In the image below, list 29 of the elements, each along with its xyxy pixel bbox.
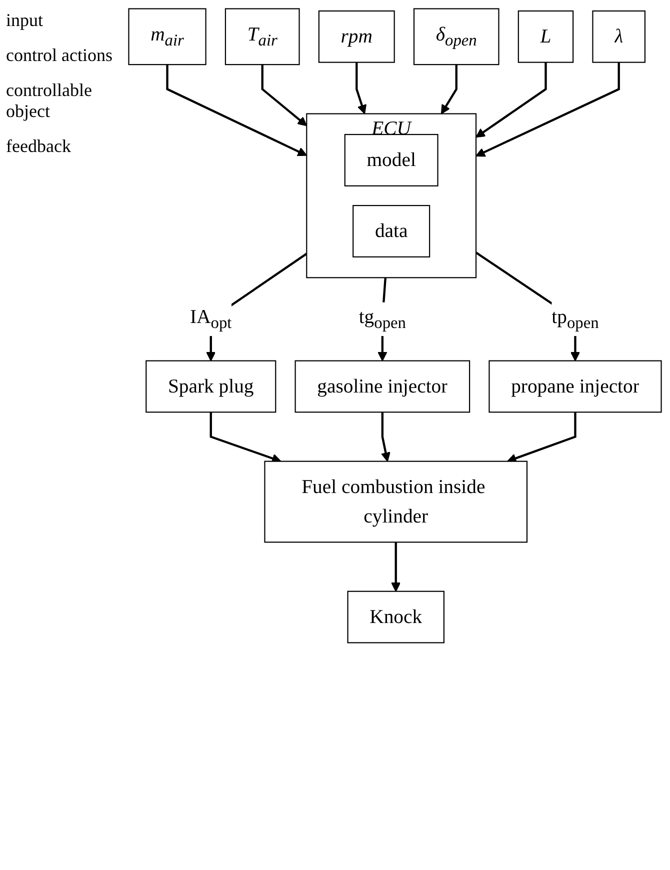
node-box: rpm (318, 10, 395, 63)
edge-label: tp$_{open}$ (552, 306, 599, 332)
node-box: L (518, 10, 574, 63)
arrow (210, 412, 282, 463)
node-box: data (352, 204, 430, 258)
node-box: δ$_{open}$ (413, 8, 500, 66)
node-box: model (344, 134, 438, 186)
node-box: Fuel combustion inside cylinder (264, 460, 528, 543)
arrow (440, 64, 458, 114)
section-label: input (6, 10, 44, 31)
node-box: Spark plug (146, 360, 276, 413)
arrow (261, 64, 308, 126)
arrow (476, 62, 547, 138)
arrow (506, 412, 576, 463)
node-box: Knock (347, 590, 444, 644)
section-label: controllable object (6, 80, 93, 122)
arrow (391, 542, 401, 592)
node-box: propane injector (488, 360, 662, 413)
edge-label: IA$_{opt}$ (190, 306, 232, 332)
arrow (476, 62, 620, 157)
section-label: feedback (6, 136, 72, 157)
arrow (356, 62, 367, 114)
arrow (381, 412, 390, 462)
section-label: control actions (6, 45, 114, 66)
node-box: m$_{air}$ (128, 8, 206, 66)
node-box: gasoline injector (294, 360, 470, 413)
edge-label: tg$_{open}$ (358, 306, 406, 332)
arrow (166, 64, 308, 156)
node-box: T$_{air}$ (224, 8, 300, 66)
